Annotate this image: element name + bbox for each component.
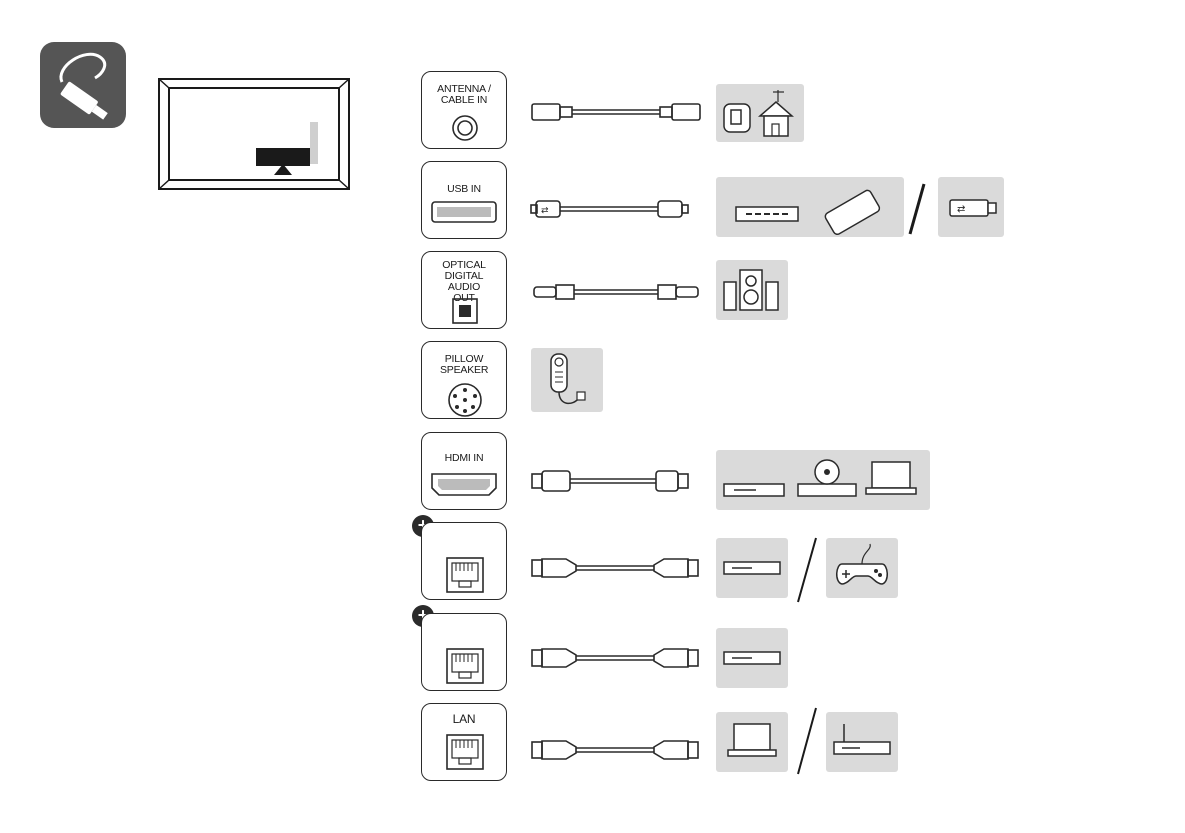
hdmi-source-icons: [716, 450, 930, 510]
rj-cable-icon-b: [530, 646, 700, 670]
speakers-icon: [716, 260, 788, 320]
svg-text:⇄: ⇄: [541, 206, 549, 216]
antenna-house-icon: [716, 84, 804, 142]
optical-port-tile: OPTICAL DIGITAL AUDIO OUT: [421, 251, 507, 329]
antenna-port-tile: ANTENNA / CABLE IN: [421, 71, 507, 149]
usb-port-icon: [431, 201, 497, 223]
pillow-port-icon: [443, 380, 487, 418]
usb-port-label: USB IN: [422, 184, 506, 195]
optical-port-icon: [452, 298, 478, 324]
lan-port-label: LAN: [422, 714, 506, 725]
set-top-box-icon: [716, 538, 788, 598]
antenna-port-label: ANTENNA / CABLE IN: [422, 84, 506, 106]
rj-port-tile-b: [421, 613, 507, 691]
separator-slash-b: [794, 706, 820, 776]
hdmi-port-icon: [431, 473, 497, 497]
gamepad-icon: [826, 538, 898, 598]
usb-port-tile: USB IN: [421, 161, 507, 239]
separator-slash: [906, 182, 928, 236]
rj-jack-icon: [446, 734, 484, 770]
external-drive-icon: [716, 177, 904, 237]
pillow-speaker-device: [531, 348, 603, 412]
set-top-box-device-b: [716, 628, 788, 688]
lan-cable-icon: [530, 738, 700, 762]
router-icon: [826, 712, 898, 772]
gamepad-device: [826, 538, 898, 598]
rj-jack-icon: [446, 557, 484, 593]
rj-cable-icon-a: [530, 556, 700, 580]
coax-cable-icon: [530, 100, 720, 124]
separator-slash-a: [794, 536, 820, 604]
usb-stick-device: ⇄: [938, 177, 1004, 237]
tv-back-panel-diagram: [158, 78, 350, 190]
set-top-box-icon: [716, 628, 788, 688]
pillow-port-label: PILLOW SPEAKER: [422, 354, 506, 376]
rj-port-tile-a: [421, 522, 507, 600]
hdmi-port-tile: HDMI IN: [421, 432, 507, 510]
laptop-device: [716, 712, 788, 772]
pillow-speaker-remote-icon: [531, 348, 603, 412]
laptop-icon: [716, 712, 788, 772]
svg-text:⇄: ⇄: [957, 204, 965, 215]
set-top-box-device-a: [716, 538, 788, 598]
header-cable-icon: [40, 42, 126, 128]
lan-port-tile: LAN: [421, 703, 507, 781]
antenna-house-device: [716, 84, 804, 142]
optical-cable-icon: [530, 282, 700, 302]
hdmi-devices: [716, 450, 930, 510]
usb-storage-devices: [716, 177, 904, 237]
coax-port-icon: [451, 114, 479, 142]
usb-stick-icon: ⇄: [938, 177, 1004, 237]
rj-jack-icon: [446, 648, 484, 684]
hdmi-cable-icon: [530, 468, 690, 494]
speakers-device: [716, 260, 788, 320]
usb-cable-icon: ⇄: [530, 198, 690, 220]
hdmi-port-label: HDMI IN: [422, 453, 506, 464]
pillow-port-tile: PILLOW SPEAKER: [421, 341, 507, 419]
router-device: [826, 712, 898, 772]
